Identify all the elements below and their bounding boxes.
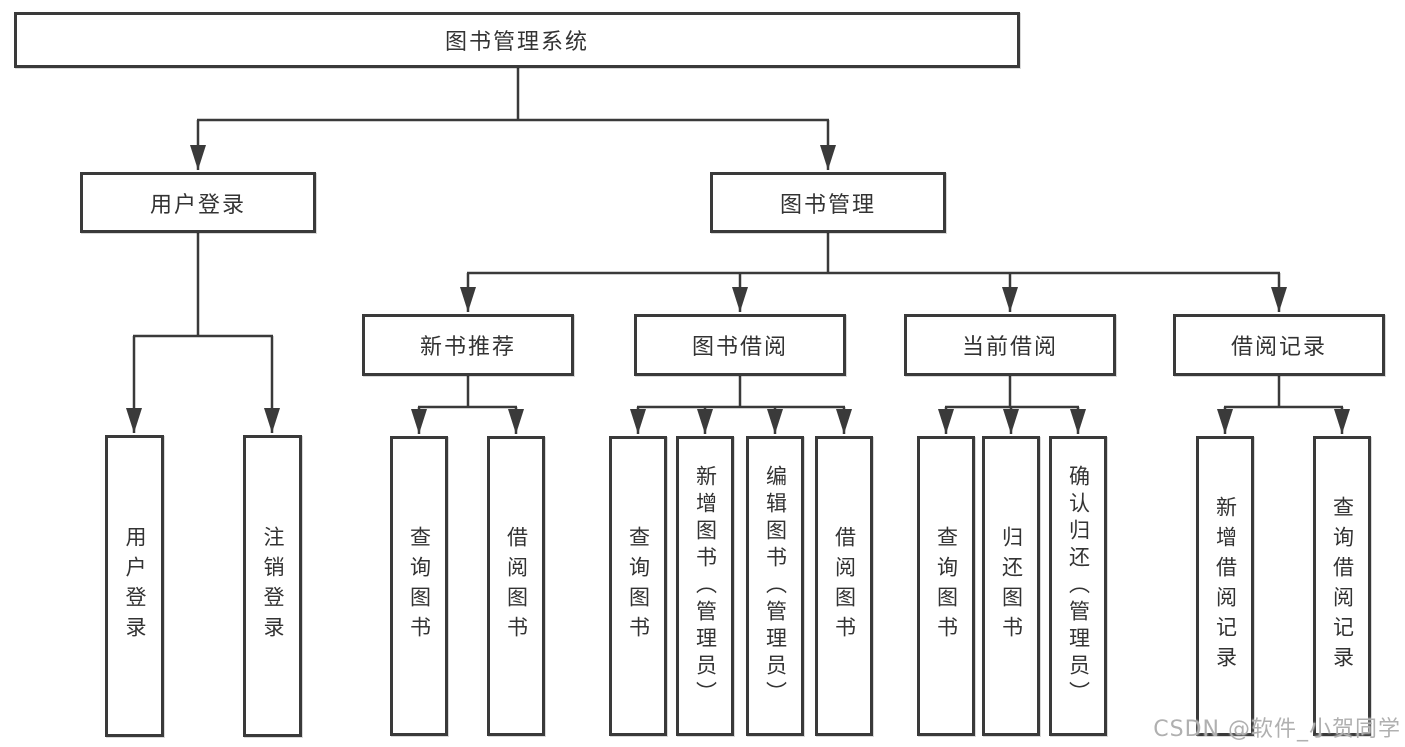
leaf-query-book-current-label: 查询图书 [934, 526, 959, 646]
leaf-user-login-label: 用户登录 [123, 526, 147, 646]
node-new-book-recommend: 新书推荐 [362, 314, 574, 376]
leaf-query-book-recommend-label: 查询图书 [407, 526, 432, 646]
node-book-management: 图书管理 [710, 172, 946, 233]
watermark: CSDN @软件_小贺同学 [1153, 717, 1401, 742]
leaf-add-book-admin: 新增图书（管理员） [676, 436, 734, 736]
leaf-query-borrow-record-label: 查询借阅记录 [1330, 496, 1355, 676]
leaf-confirm-return-admin: 确认归还（管理员） [1049, 436, 1107, 736]
leaf-return-book: 归还图书 [982, 436, 1040, 736]
node-user-login: 用户登录 [80, 172, 316, 233]
node-root: 图书管理系统 [14, 12, 1020, 68]
leaf-logout-login-label: 注销登录 [261, 526, 285, 646]
leaf-query-borrow-record: 查询借阅记录 [1313, 436, 1371, 736]
leaf-query-book-current: 查询图书 [917, 436, 975, 736]
node-new-book-recommend-label: 新书推荐 [419, 335, 516, 360]
node-book-borrow-label: 图书借阅 [691, 335, 788, 360]
node-borrow-records-label: 借阅记录 [1230, 335, 1327, 360]
node-root-label: 图书管理系统 [444, 30, 589, 55]
node-user-login-label: 用户登录 [149, 192, 246, 218]
node-borrow-records: 借阅记录 [1173, 314, 1385, 376]
leaf-borrow-book: 借阅图书 [815, 436, 873, 736]
leaf-borrow-book-recommend-label: 借阅图书 [504, 526, 529, 646]
leaf-borrow-book-label: 借阅图书 [832, 526, 857, 646]
node-book-borrow: 图书借阅 [634, 314, 846, 376]
leaf-logout-login: 注销登录 [243, 435, 302, 737]
leaf-query-book-borrow-label: 查询图书 [626, 526, 651, 646]
leaf-query-book-recommend: 查询图书 [390, 436, 448, 736]
leaf-borrow-book-recommend: 借阅图书 [487, 436, 545, 736]
leaf-add-borrow-record-label: 新增借阅记录 [1213, 496, 1238, 676]
leaf-return-book-label: 归还图书 [999, 526, 1024, 646]
leaf-confirm-return-admin-label: 确认归还（管理员） [1066, 464, 1091, 708]
leaf-user-login: 用户登录 [105, 435, 164, 737]
leaf-edit-book-admin-label: 编辑图书（管理员） [763, 464, 788, 708]
leaf-add-book-admin-label: 新增图书（管理员） [693, 464, 718, 708]
leaf-query-book-borrow: 查询图书 [609, 436, 667, 736]
node-current-borrow: 当前借阅 [904, 314, 1116, 376]
node-current-borrow-label: 当前借阅 [961, 335, 1058, 360]
leaf-edit-book-admin: 编辑图书（管理员） [746, 436, 804, 736]
leaf-add-borrow-record: 新增借阅记录 [1196, 436, 1254, 736]
node-book-management-label: 图书管理 [779, 192, 876, 218]
